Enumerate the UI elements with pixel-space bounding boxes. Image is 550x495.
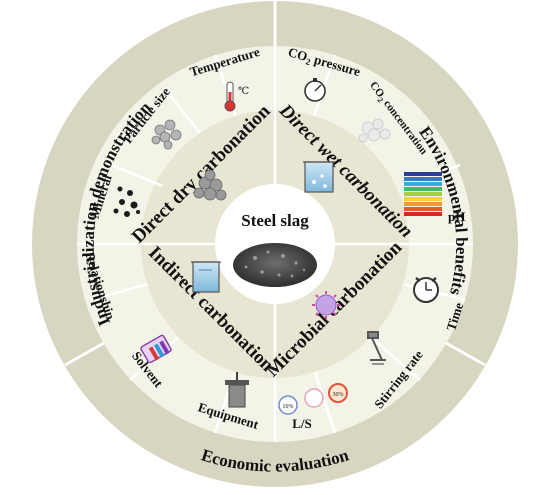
inner-dividers bbox=[141, 110, 409, 378]
factor-ls: L/S bbox=[292, 416, 312, 431]
ls-badge-high: 30% bbox=[333, 392, 344, 398]
mineral-molecules-icon bbox=[113, 186, 140, 217]
wet-beaker-icon bbox=[303, 161, 335, 193]
center-title: Steel slag bbox=[241, 211, 309, 230]
alarm-clock-icon bbox=[413, 277, 439, 303]
ls-badge-low: 10% bbox=[283, 404, 294, 410]
pressure-gauge-icon bbox=[304, 78, 326, 102]
solvent-tubes-icon bbox=[140, 334, 172, 364]
ls-ratio-icon: 10% 30% bbox=[278, 383, 348, 415]
factor-ph: pH bbox=[448, 209, 465, 224]
equipment-icon bbox=[225, 372, 249, 408]
dry-particles-icon bbox=[193, 169, 227, 201]
celsius-symbol: ℃ bbox=[238, 86, 249, 97]
steel-slag-image bbox=[233, 243, 317, 287]
outer-dividers bbox=[64, 1, 486, 367]
stirrer-icon bbox=[367, 331, 386, 365]
thermometer-icon: ℃ bbox=[224, 81, 249, 112]
indirect-beaker-icon bbox=[191, 261, 221, 293]
ph-scale-icon bbox=[404, 172, 442, 216]
microbe-icon bbox=[312, 291, 340, 319]
particle-size-icon bbox=[151, 119, 182, 150]
co2-molecules-icon bbox=[358, 118, 391, 143]
